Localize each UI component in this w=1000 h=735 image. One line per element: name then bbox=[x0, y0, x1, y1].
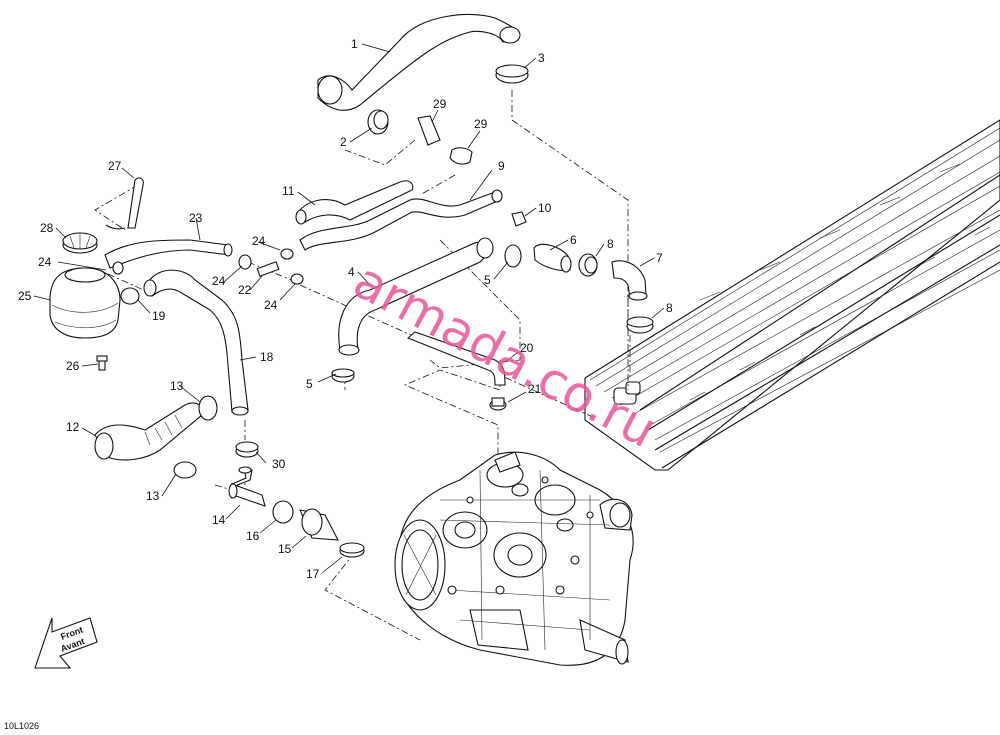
tube-27 bbox=[105, 177, 144, 230]
clamp-29a bbox=[417, 115, 441, 146]
callout-18: 18 bbox=[260, 350, 274, 364]
heat-exchanger bbox=[584, 119, 1000, 471]
clamp-19 bbox=[120, 287, 140, 305]
callout-21: 21 bbox=[528, 382, 542, 396]
clamp-30 bbox=[235, 441, 259, 458]
callout-27: 27 bbox=[108, 159, 122, 173]
clamp-8a bbox=[578, 253, 598, 277]
elbow-7 bbox=[611, 260, 648, 301]
tee-14 bbox=[228, 466, 266, 507]
callout-4: 4 bbox=[348, 265, 355, 279]
coupler-15 bbox=[299, 508, 339, 541]
tank-25 bbox=[49, 267, 121, 339]
clamp-5b bbox=[331, 368, 355, 383]
callout-25: 25 bbox=[18, 289, 32, 303]
clamp-24a bbox=[112, 261, 124, 275]
callout-14: 14 bbox=[212, 513, 226, 527]
callout-19: 19 bbox=[152, 309, 166, 323]
connector-22 bbox=[256, 261, 280, 277]
clamp-2 bbox=[367, 109, 389, 135]
engine bbox=[394, 451, 634, 666]
clamp-8b bbox=[626, 316, 654, 334]
clamp-3 bbox=[495, 64, 529, 84]
callout-leaders bbox=[33, 43, 665, 574]
hose-11 bbox=[295, 180, 414, 225]
callout-13a: 13 bbox=[170, 379, 184, 393]
hose-9 bbox=[299, 189, 503, 251]
callout-23: 23 bbox=[189, 211, 203, 225]
callout-10: 10 bbox=[538, 201, 552, 215]
clamp-24b bbox=[238, 254, 252, 270]
callout-24c: 24 bbox=[212, 274, 226, 288]
callout-22: 22 bbox=[238, 283, 252, 297]
clamp-29b bbox=[449, 147, 473, 165]
callout-16: 16 bbox=[246, 529, 260, 543]
screw-26 bbox=[96, 355, 108, 371]
fitting-10 bbox=[511, 211, 527, 227]
callout-3: 3 bbox=[538, 51, 545, 65]
hose-4 bbox=[338, 237, 494, 356]
hose-18 bbox=[143, 269, 249, 416]
callout-30: 30 bbox=[272, 457, 286, 471]
callout-20: 20 bbox=[520, 341, 534, 355]
hose-20 bbox=[406, 331, 506, 386]
callout-9: 9 bbox=[498, 159, 505, 173]
front-direction-arrow: Front Avant bbox=[34, 617, 98, 669]
watermark: armada.co.ru bbox=[344, 251, 665, 459]
callout-8b: 8 bbox=[666, 301, 673, 315]
callout-17: 17 bbox=[306, 567, 320, 581]
callout-1: 1 bbox=[351, 37, 358, 51]
clamp-24d bbox=[290, 273, 304, 285]
hose-1 bbox=[317, 13, 521, 111]
callout-24d: 24 bbox=[264, 298, 278, 312]
clamp-17 bbox=[339, 542, 365, 558]
callout-8a: 8 bbox=[607, 237, 614, 251]
callout-5b: 5 bbox=[306, 377, 313, 391]
callout-28: 28 bbox=[40, 221, 54, 235]
clamp-5a bbox=[504, 244, 522, 268]
callout-5a: 5 bbox=[484, 273, 491, 287]
callout-12: 12 bbox=[66, 420, 80, 434]
cap-28 bbox=[62, 232, 98, 254]
callout-11: 11 bbox=[282, 184, 295, 198]
clamp-13b bbox=[173, 461, 197, 479]
callout-24a: 24 bbox=[38, 255, 52, 269]
callout-26: 26 bbox=[66, 359, 80, 373]
clamp-24c bbox=[280, 248, 294, 260]
callout-2: 2 bbox=[340, 135, 347, 149]
callout-24b: 24 bbox=[252, 234, 266, 248]
callout-numbers: 1 2 3 29 29 9 10 6 8 7 8 11 27 28 23 24 … bbox=[18, 37, 673, 581]
callout-6: 6 bbox=[570, 233, 577, 247]
callout-29b: 29 bbox=[474, 117, 488, 131]
callout-7: 7 bbox=[656, 251, 663, 265]
clamp-16 bbox=[272, 500, 294, 524]
reference-code: 10L1026 bbox=[4, 721, 39, 731]
hose-23 bbox=[104, 239, 233, 269]
callout-29a: 29 bbox=[433, 97, 447, 111]
elbow-6 bbox=[533, 243, 572, 273]
callout-13b: 13 bbox=[146, 489, 160, 503]
clamp-13a bbox=[198, 395, 218, 421]
fitting-21 bbox=[489, 397, 507, 411]
hose-12 bbox=[94, 402, 204, 461]
callout-15: 15 bbox=[278, 542, 292, 556]
